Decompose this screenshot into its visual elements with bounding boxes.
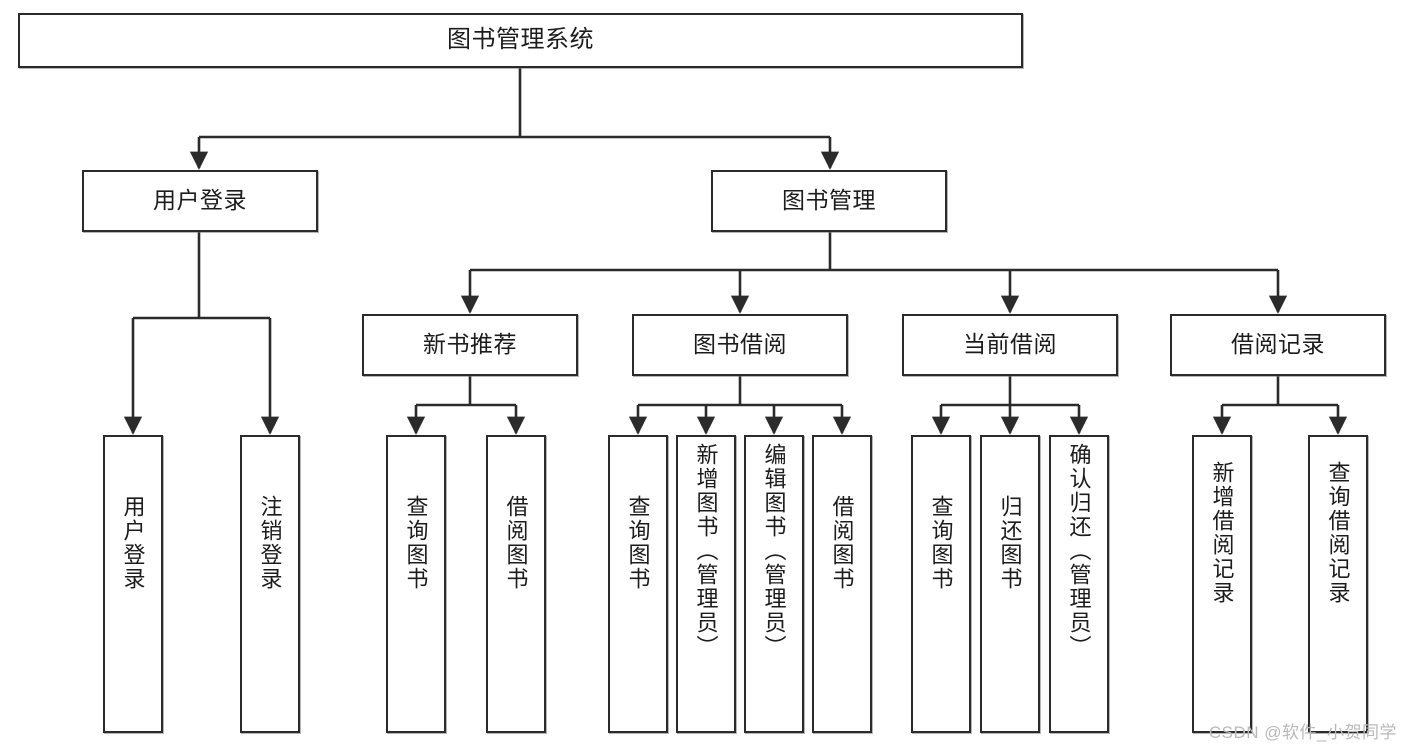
leaf-borrow-borrow-book-label: 借阅图书: [829, 495, 855, 591]
node-borrow-records[interactable]: 借阅记录: [1170, 314, 1386, 376]
leaf-newbook-borrow-book-label: 借阅图书: [503, 495, 529, 591]
node-user-login-label: 用户登录: [153, 187, 247, 214]
node-user-login[interactable]: 用户登录: [82, 170, 318, 232]
node-root-label: 图书管理系统: [447, 26, 594, 54]
leaf-borrow-borrow-book[interactable]: 借阅图书: [812, 435, 872, 733]
leaf-current-return-book-label: 归还图书: [997, 495, 1023, 591]
leaf-borrow-query-book-label: 查询图书: [625, 495, 651, 591]
leaf-borrow-query-book[interactable]: 查询图书: [608, 435, 668, 733]
leaf-newbook-query-book[interactable]: 查询图书: [386, 435, 446, 733]
leaf-current-query-book-label: 查询图书: [928, 495, 954, 591]
leaf-newbook-borrow-book[interactable]: 借阅图书: [486, 435, 546, 733]
node-borrow-records-label: 借阅记录: [1231, 331, 1325, 358]
leaf-current-confirm-return-label: 确认归还（管理员）: [1066, 443, 1092, 659]
node-new-book-recommend-label: 新书推荐: [423, 331, 517, 358]
leaf-records-add-record-label: 新增借阅记录: [1209, 461, 1235, 605]
node-current-borrow-label: 当前借阅: [963, 331, 1057, 358]
leaf-user-login[interactable]: 用户登录: [103, 435, 163, 733]
node-book-management[interactable]: 图书管理: [711, 170, 947, 232]
leaf-records-query-record-label: 查询借阅记录: [1325, 461, 1351, 605]
leaf-borrow-edit-book-label: 编辑图书（管理员）: [761, 443, 787, 659]
leaf-records-add-record[interactable]: 新增借阅记录: [1192, 435, 1252, 733]
leaf-logout-label: 注销登录: [257, 495, 283, 591]
leaf-records-query-record[interactable]: 查询借阅记录: [1308, 435, 1368, 733]
node-root[interactable]: 图书管理系统: [18, 13, 1023, 68]
leaf-current-return-book[interactable]: 归还图书: [980, 435, 1040, 733]
leaf-borrow-edit-book[interactable]: 编辑图书（管理员）: [744, 435, 804, 733]
leaf-borrow-add-book-label: 新增图书（管理员）: [693, 443, 719, 659]
csdn-watermark: CSDN @软件_小贺同学: [1208, 723, 1397, 742]
leaf-current-query-book[interactable]: 查询图书: [911, 435, 971, 733]
node-new-book-recommend[interactable]: 新书推荐: [362, 314, 578, 376]
node-current-borrow[interactable]: 当前借阅: [902, 314, 1118, 376]
leaf-user-login-label: 用户登录: [120, 495, 146, 591]
node-book-borrow-label: 图书借阅: [693, 331, 787, 358]
node-book-borrow[interactable]: 图书借阅: [632, 314, 848, 376]
leaf-current-confirm-return[interactable]: 确认归还（管理员）: [1049, 435, 1109, 733]
leaf-newbook-query-book-label: 查询图书: [403, 495, 429, 591]
leaf-borrow-add-book[interactable]: 新增图书（管理员）: [676, 435, 736, 733]
leaf-logout[interactable]: 注销登录: [240, 435, 300, 733]
node-book-management-label: 图书管理: [782, 187, 876, 214]
